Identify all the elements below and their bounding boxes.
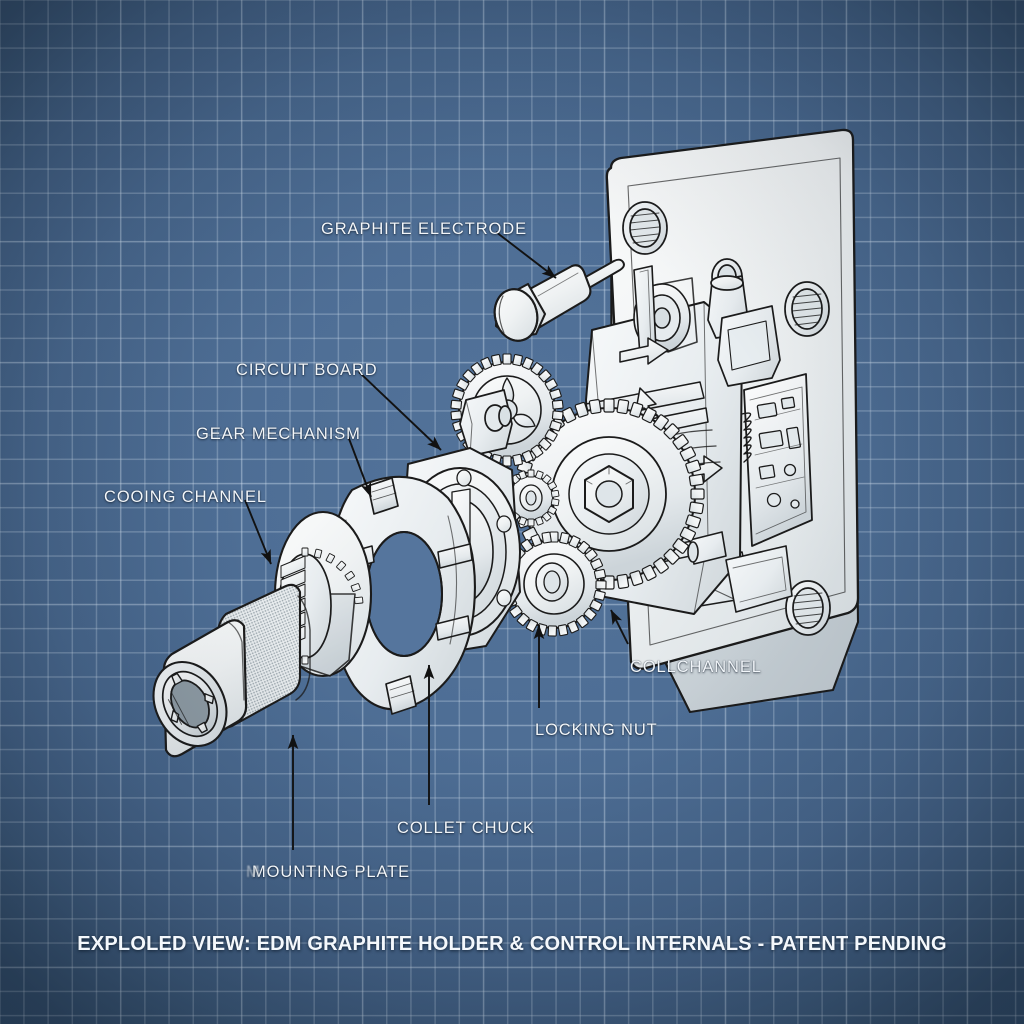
callout-label-locking-nut: LOCKING NUT [535,721,658,739]
callout-label-coil-channel-overlap: COLLCHANNEL [630,658,762,676]
callout-label-mounting-plate: MOUNTING PLATE [252,863,411,881]
callout-label-graphite-electrode: GRAPHITE ELECTRODE [321,220,527,238]
callout-leader-lines [244,231,629,850]
leader-line-circuit-board [358,371,442,451]
callout-label-gear-mechanism: GEAR MECHANISM [196,425,361,443]
leader-line-graphite-electrode [495,231,557,279]
callout-label-mounting-plate-ghost: M [246,863,261,881]
callout-label-collet-chuck: COLLET CHUCK [397,819,535,837]
leader-line-coil-channel-overlap [610,609,629,645]
part-graphite-electrode [493,258,625,342]
callout-label-circuit-board: CIRCUIT BOARD [236,361,378,379]
part-collet-chuck [152,583,311,758]
callout-label-cooling-channel: COOING CHANNEL [104,488,267,506]
leader-line-cooling-channel [244,499,272,565]
part-cooling-channel [328,475,476,715]
leader-line-gear-mechanism [347,435,372,498]
drawing-caption: EXPLOLED VIEW: EDM GRAPHITE HOLDER & CON… [77,933,947,955]
